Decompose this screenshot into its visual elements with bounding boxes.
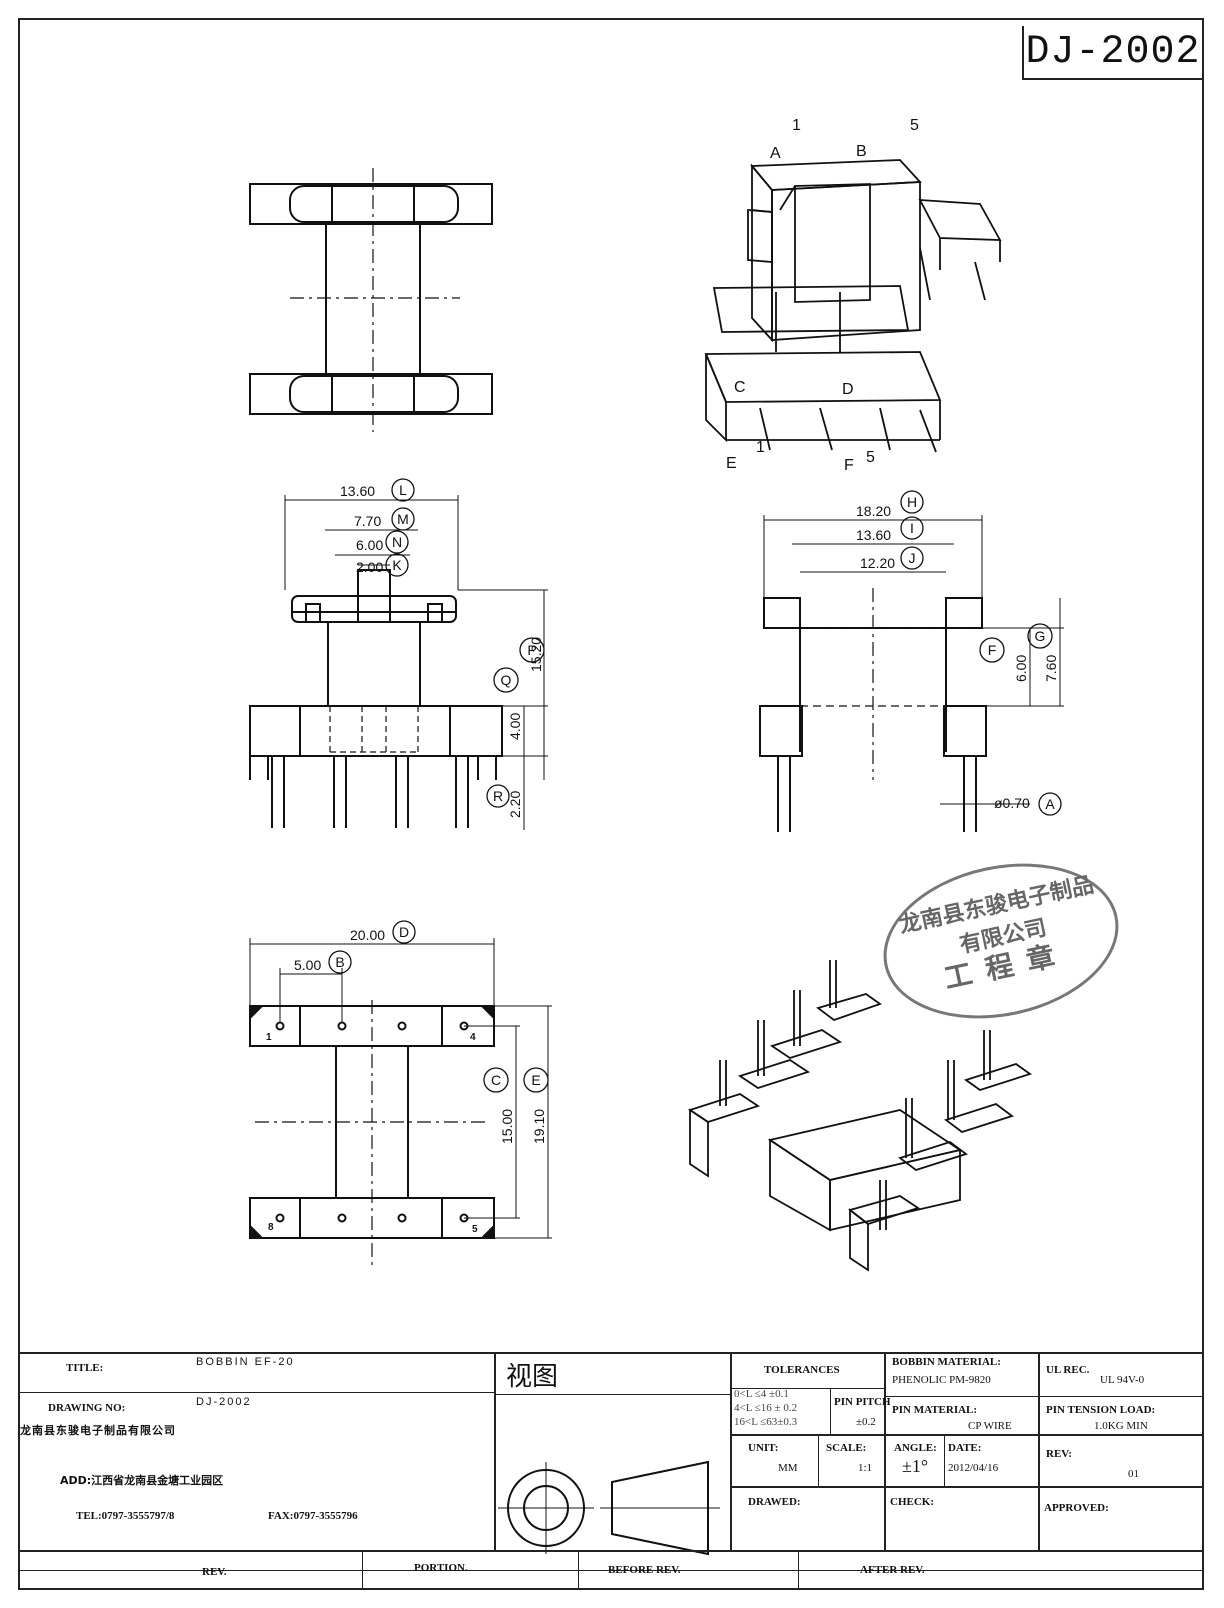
- drawed-label: DRAWED:: [748, 1496, 801, 1508]
- footer-after-rev: AFTER REV.: [860, 1564, 925, 1576]
- pin-material-value: CP WIRE: [968, 1420, 1012, 1432]
- dim-bottom-2: 15.00: [499, 1109, 515, 1144]
- rev-label: REV:: [1046, 1448, 1072, 1460]
- scale-label: SCALE:: [826, 1442, 867, 1454]
- date-label: DATE:: [948, 1442, 982, 1454]
- ref-p: P: [527, 642, 536, 658]
- title-label: TITLE:: [66, 1362, 104, 1374]
- title-value: BOBBIN EF-20: [196, 1356, 295, 1368]
- ref-k: K: [392, 557, 402, 573]
- dim-front-4: 15.20: [528, 637, 544, 672]
- pin-label-8: 8: [268, 1222, 274, 1233]
- dim-front-2: 6.00: [356, 537, 383, 553]
- pin-pitch-value: ±0.2: [856, 1416, 876, 1428]
- unit-label: UNIT:: [748, 1442, 779, 1454]
- ref-m: M: [397, 511, 409, 527]
- scale-value: 1:1: [858, 1462, 873, 1474]
- company-fax: FAX:0797-3555796: [268, 1510, 358, 1522]
- date-value: 2012/04/16: [948, 1462, 999, 1474]
- pin-tension-label: PIN TENSION LOAD:: [1046, 1404, 1156, 1416]
- rev-value: 01: [1128, 1468, 1139, 1480]
- pin-label-5: 5: [472, 1224, 478, 1235]
- dim-front-0: 13.60: [340, 483, 375, 499]
- dim-front-6: 4.00: [507, 713, 523, 740]
- dim-side-5: ø0.70: [994, 795, 1030, 811]
- dim-side-1: 13.60: [856, 527, 891, 543]
- tolerance-row-3: 16<L ≤63±0.3: [734, 1416, 798, 1428]
- dim-bottom-1: 5.00: [294, 957, 321, 973]
- ref-j: J: [909, 550, 916, 566]
- ref-q: Q: [501, 672, 512, 688]
- bottom-view: [249, 938, 552, 1270]
- document-number: DJ-2002: [1022, 26, 1202, 80]
- tolerances-label: TOLERANCES: [764, 1364, 840, 1376]
- company-name: 龙南县东骏电子制品有限公司: [20, 1424, 176, 1437]
- pin-material-label: PIN MATERIAL:: [892, 1404, 978, 1416]
- angle-value: ±1°: [902, 1456, 929, 1476]
- iso-label-d: D: [842, 381, 854, 398]
- dim-front-1: 7.70: [354, 513, 381, 529]
- ref-l: L: [399, 482, 407, 498]
- ref-i: I: [910, 520, 914, 536]
- iso-label-pin5-bottom: 5: [866, 449, 875, 466]
- dim-side-0: 18.20: [856, 503, 891, 519]
- footer-portion: PORTION.: [414, 1562, 468, 1574]
- dim-side-3: 6.00: [1013, 655, 1029, 682]
- iso-label-a: A: [770, 145, 781, 162]
- ref-h: H: [907, 494, 917, 510]
- angle-label: ANGLE:: [894, 1442, 937, 1454]
- iso-label-f: F: [844, 457, 854, 474]
- ref-e: E: [531, 1072, 540, 1088]
- ref-g: G: [1035, 628, 1046, 644]
- check-label: CHECK:: [890, 1496, 934, 1508]
- footer-before-rev: BEFORE REV.: [608, 1564, 681, 1576]
- bobbin-material-value: PHENOLIC PM-9820: [892, 1374, 991, 1386]
- ref-n: N: [392, 534, 402, 550]
- tolerance-row-2: 4<L ≤16 ± 0.2: [734, 1402, 798, 1414]
- ref-d: D: [399, 924, 409, 940]
- approved-label: APPROVED:: [1044, 1502, 1109, 1514]
- title-block: TITLE: BOBBIN EF-20 DRAWING NO: DJ-2002 …: [18, 1352, 1204, 1590]
- front-view: [249, 495, 548, 830]
- company-tel: TEL:0797-3555797/8: [76, 1510, 175, 1522]
- iso-label-b: B: [856, 143, 867, 160]
- footer-rev: REV.: [202, 1566, 227, 1578]
- company-address: ADD:江西省龙南县金塘工业园区: [60, 1474, 224, 1487]
- ref-f: F: [988, 642, 997, 658]
- top-view: [249, 168, 493, 432]
- isometric-view-top: [704, 159, 1002, 453]
- dim-side-4: 7.60: [1043, 655, 1059, 682]
- side-view: [759, 515, 1064, 832]
- unit-value: MM: [778, 1462, 798, 1474]
- ref-b: B: [335, 954, 344, 970]
- iso-label-pin1-top: 1: [792, 117, 801, 134]
- pin-tension-value: 1.0KG MIN: [1094, 1420, 1148, 1432]
- dim-bottom-3: 19.10: [531, 1109, 547, 1144]
- drawing-sheet: [18, 18, 1204, 1590]
- ref-c: C: [491, 1072, 501, 1088]
- pin-label-4: 4: [470, 1032, 476, 1043]
- ref-a: A: [1045, 796, 1055, 812]
- ul-value: UL 94V-0: [1100, 1374, 1145, 1386]
- iso-label-e: E: [726, 455, 737, 472]
- iso-label-pin1-bottom: 1: [756, 439, 765, 456]
- tolerance-row-1: 0<L ≤4 ±0.1: [734, 1388, 789, 1400]
- iso-label-c: C: [734, 379, 746, 396]
- projection-symbol: [498, 1460, 720, 1556]
- bobbin-material-label: BOBBIN MATERIAL:: [892, 1356, 1001, 1368]
- ref-r: R: [493, 788, 503, 804]
- drawing-no-label: DRAWING NO:: [48, 1402, 126, 1414]
- isometric-view-bottom: [687, 960, 1032, 1272]
- dim-bottom-0: 20.00: [350, 927, 385, 943]
- view-label: 视图: [506, 1362, 559, 1392]
- pin-pitch-label: PIN PITCH: [834, 1396, 891, 1408]
- dim-front-7: 2.20: [507, 791, 523, 818]
- dim-side-2: 12.20: [860, 555, 895, 571]
- ul-label: UL REC.: [1046, 1364, 1090, 1376]
- iso-label-pin5-top: 5: [910, 117, 919, 134]
- pin-label-1: 1: [266, 1032, 272, 1043]
- drawing-no-value: DJ-2002: [196, 1396, 252, 1408]
- dim-front-3: 2.00: [356, 559, 383, 575]
